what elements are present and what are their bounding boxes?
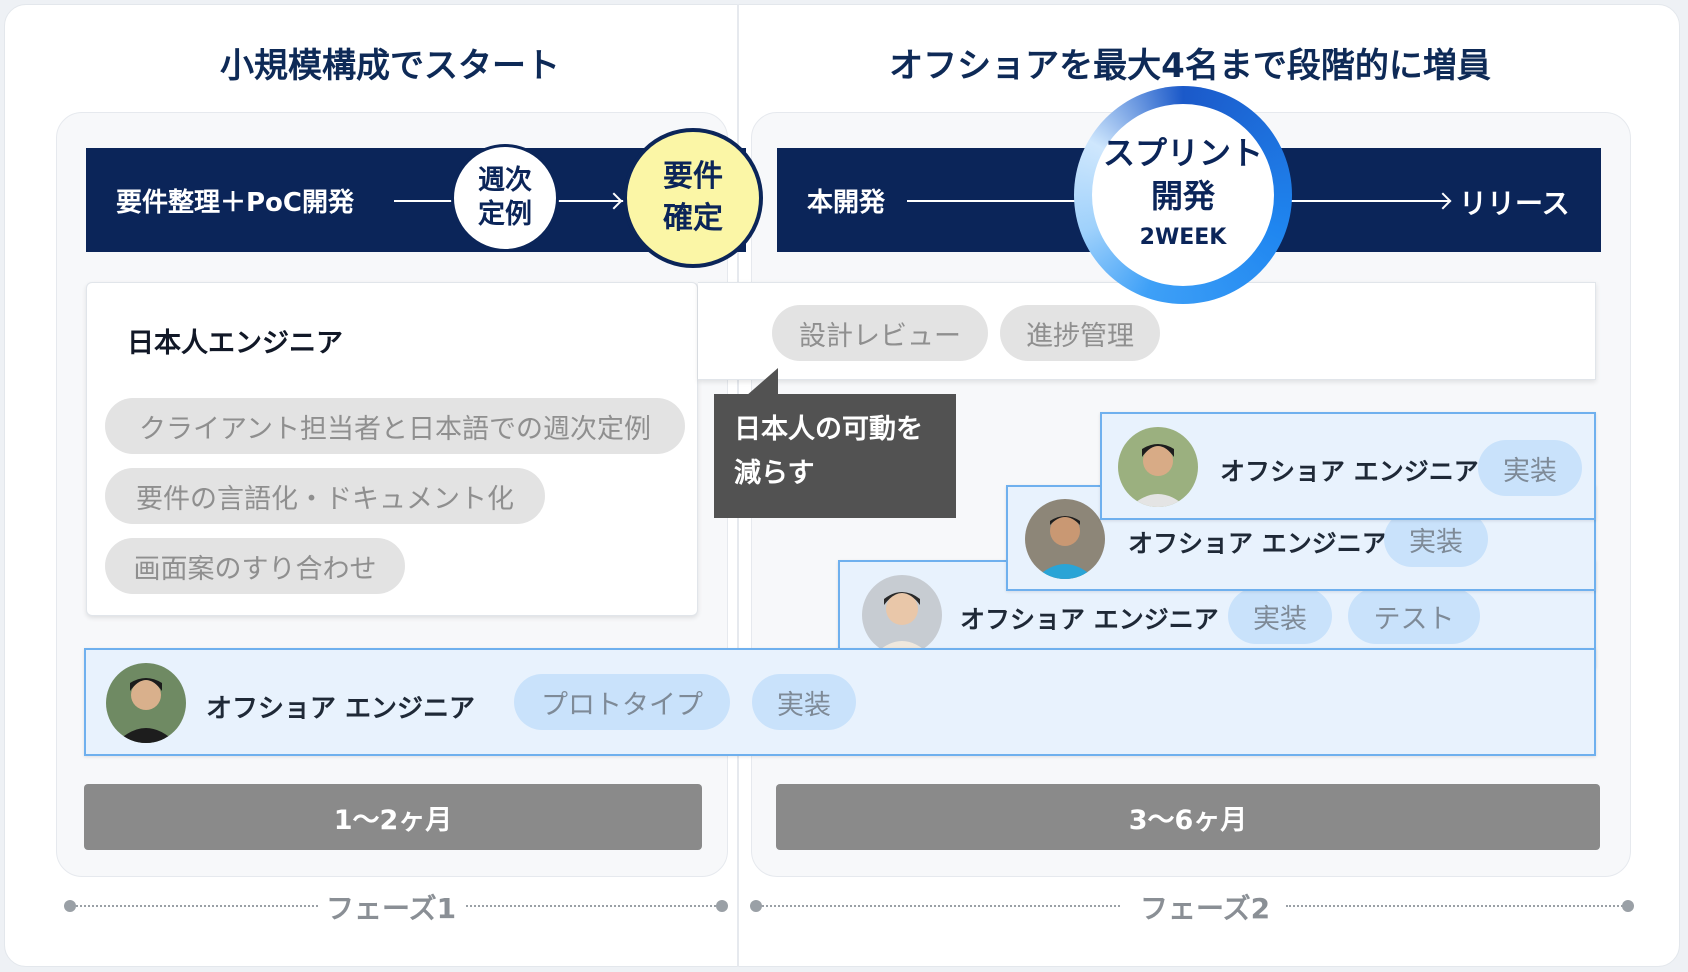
offshore-tag: 実装	[1478, 440, 1582, 496]
timeline-line	[1287, 200, 1449, 202]
task-pill: クライアント担当者と日本語での週次定例	[105, 398, 685, 454]
japanese-engineer-title: 日本人エンジニア	[127, 328, 343, 359]
offshore-label: オフショア エンジニア	[206, 694, 476, 724]
weekly-meeting-badge: 週次 定例	[451, 144, 559, 252]
phase1-line-left	[72, 905, 318, 907]
avatar-icon	[106, 663, 186, 743]
review-tag: 進捗管理	[1000, 305, 1160, 361]
reduce-japanese-callout: 日本人の可動を 減らす	[714, 394, 956, 518]
task-pill: 画面案のすり合わせ	[105, 538, 405, 594]
phase1-title: 小規模構成でスタート	[220, 46, 560, 86]
phase1-duration: 1〜2ヶ月	[84, 784, 702, 850]
offshore-label: オフショア エンジニア	[960, 605, 1219, 634]
phase2-duration: 3〜6ヶ月	[776, 784, 1600, 850]
confirm-line1: 要件	[663, 159, 723, 194]
offshore-label: オフショア エンジニア	[1220, 457, 1479, 486]
phase-dot	[64, 900, 76, 912]
phase2-bar-start: 本開発	[807, 188, 886, 218]
phase2-line-left	[758, 905, 1120, 907]
phase1-label: フェーズ1	[326, 892, 457, 925]
offshore-tag: 実装	[752, 674, 856, 730]
offshore-tag: 実装	[1384, 511, 1488, 567]
phase1-line-right	[466, 905, 720, 907]
offshore-tag: プロトタイプ	[514, 674, 730, 730]
avatar-icon	[862, 575, 942, 655]
meeting-line1: 週次	[478, 165, 532, 196]
confirm-line2: 確定	[663, 201, 723, 236]
sprint-line1: スプリント	[1102, 134, 1263, 172]
sprint-cycle-ring: スプリント 開発 2WEEK	[1074, 86, 1292, 304]
phase2-bar-end: リリース	[1459, 187, 1570, 220]
phase-dot	[1622, 900, 1634, 912]
task-pill: 要件の言語化・ドキュメント化	[105, 468, 545, 524]
offshore-tag: テスト	[1348, 588, 1480, 644]
avatar-icon	[1025, 499, 1105, 579]
callout-line1: 日本人の可動を	[734, 414, 923, 445]
phase2-title: オフショアを最大4名まで段階的に増員	[889, 46, 1491, 86]
offshore-row-main: オフショア エンジニア プロトタイプ 実装	[84, 648, 1596, 756]
meeting-line2: 定例	[478, 199, 532, 230]
timeline-line	[394, 200, 454, 202]
offshore-tag: 実装	[1228, 588, 1332, 644]
timeline-line	[907, 200, 1087, 202]
phase1-bar-text: 要件整理＋PoC開発	[116, 188, 354, 218]
arrow-right-icon	[1434, 192, 1452, 210]
avatar-icon	[1118, 427, 1198, 507]
callout-tail	[746, 368, 778, 396]
offshore-label: オフショア エンジニア	[1128, 529, 1387, 558]
timeline-line	[556, 200, 636, 202]
phase-dot	[716, 900, 728, 912]
requirements-confirmed-badge: 要件 確定	[623, 128, 763, 268]
arrow-right-icon	[605, 192, 623, 210]
japanese-engineer-card: 日本人エンジニア クライアント担当者と日本語での週次定例 要件の言語化・ドキュメ…	[86, 282, 698, 616]
sprint-line2: 開発	[1150, 177, 1215, 215]
sprint-period: 2WEEK	[1139, 225, 1227, 250]
sprint-center: スプリント 開発 2WEEK	[1092, 104, 1274, 286]
review-tag: 設計レビュー	[772, 305, 988, 361]
callout-line2: 減らす	[734, 458, 815, 489]
phase2-line-right	[1286, 905, 1626, 907]
review-card: 設計レビュー 進捗管理	[698, 282, 1596, 380]
phase-dot	[750, 900, 762, 912]
phase2-label: フェーズ2	[1140, 892, 1271, 925]
offshore-row: オフショア エンジニア 実装	[1100, 412, 1596, 520]
